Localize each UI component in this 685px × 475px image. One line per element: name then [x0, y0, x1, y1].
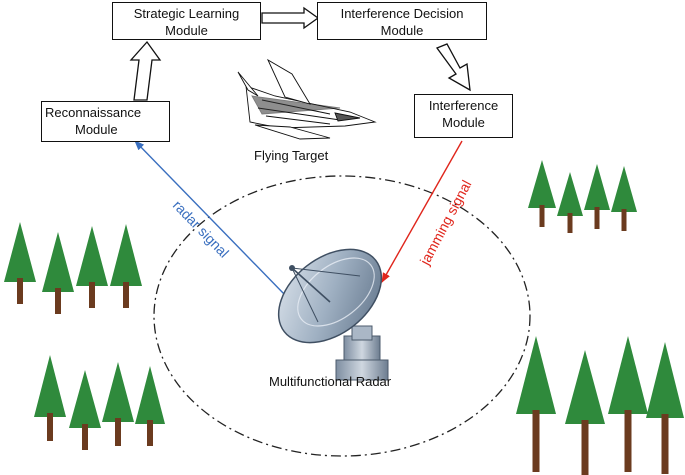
trees-lower-left — [34, 355, 165, 450]
radar-signal-arrow — [134, 140, 286, 296]
strategic-learning-module-line1: Strategic Learning — [133, 6, 240, 21]
multifunctional-radar-label: Multifunctional Radar — [269, 374, 392, 389]
reconnaissance-module: Reconnaissance Module — [41, 101, 170, 142]
flow-arrow-recon-to-learning — [129, 40, 162, 101]
reconnaissance-module-line1: Reconnaissance — [45, 105, 142, 120]
radar-signal-label: radar signal — [170, 197, 232, 261]
interference-module-line2: Module — [442, 115, 485, 130]
jamming-signal-arrow — [381, 140, 463, 283]
jamming-signal-label: jamming signal — [416, 177, 474, 268]
flow-arrow-learning-to-decision — [261, 6, 320, 30]
interference-module-line1: Interference — [428, 98, 499, 113]
strategic-learning-module: Strategic Learning Module — [112, 2, 261, 40]
interference-decision-module: Interference Decision Module — [317, 2, 487, 40]
trees-upper-left — [4, 222, 142, 314]
reconnaissance-module-line2: Module — [75, 122, 118, 137]
flying-target-label: Flying Target — [254, 148, 329, 163]
multifunctional-radar-icon — [277, 248, 389, 381]
strategic-learning-module-line2: Module — [165, 23, 208, 38]
interference-module: Interference Module — [414, 94, 513, 138]
trees-upper-right — [528, 160, 637, 233]
coverage-ellipse — [153, 175, 531, 457]
interference-decision-module-line1: Interference Decision — [340, 6, 464, 21]
trees-lower-right — [516, 336, 684, 475]
flying-target-icon — [237, 58, 377, 140]
flow-arrow-decision-to-interference — [435, 43, 471, 92]
interference-decision-module-line2: Module — [380, 23, 424, 38]
